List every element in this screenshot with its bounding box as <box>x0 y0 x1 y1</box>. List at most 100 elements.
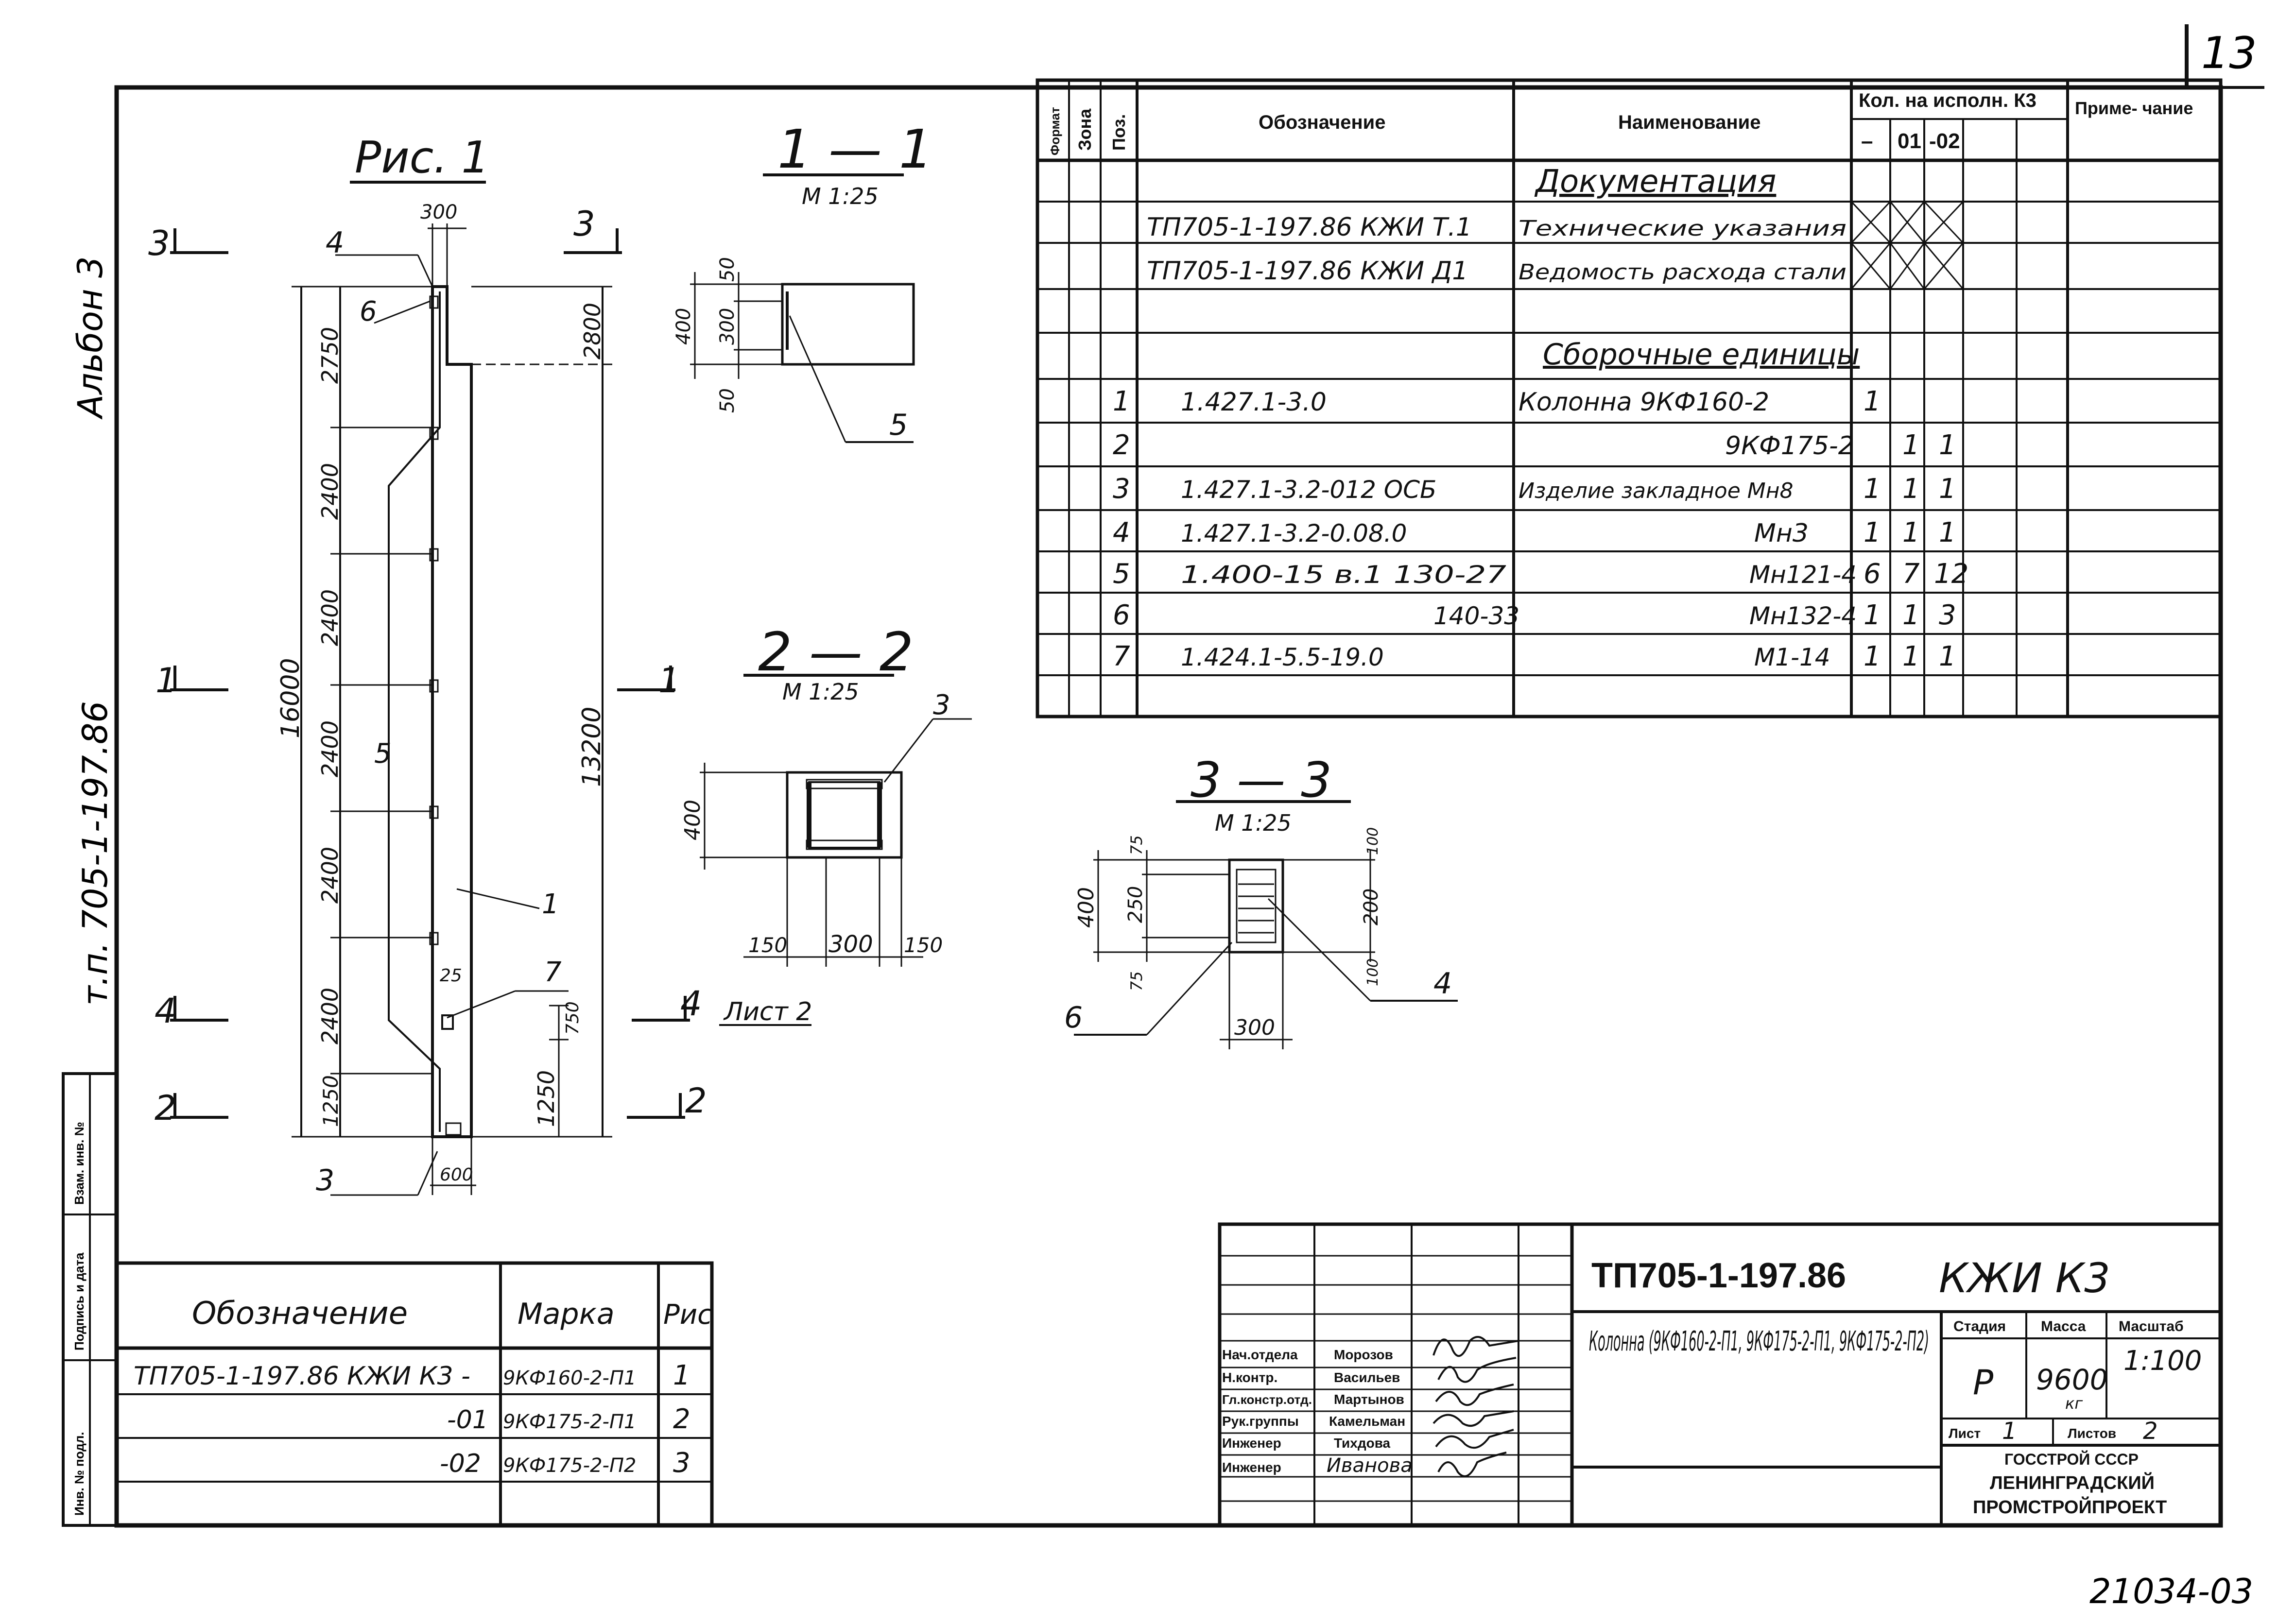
dim-1250-right: 1250 <box>533 1070 559 1127</box>
sheets-value: 2 <box>2143 1418 2158 1445</box>
s33-dim-400: 400 <box>1074 887 1099 928</box>
staff-name-2: Мартынов <box>1334 1392 1404 1407</box>
scale-label: Масштаб <box>2119 1318 2184 1334</box>
spec-row-8-q2: 12 <box>1934 558 1968 590</box>
sheets-label: Листов <box>2068 1426 2116 1441</box>
dim-bottom-600: 600 <box>440 1165 473 1185</box>
spec-row-4-pos: 1 <box>1113 386 1130 417</box>
dim-25: 25 <box>440 966 462 986</box>
hdr-name: Наименование <box>1618 112 1760 133</box>
spec-row-6-name: Изделие закладное Мн8 <box>1519 479 1794 503</box>
sheet-frame <box>114 24 2264 1528</box>
spec-row-7-name: Мн3 <box>1754 519 1809 548</box>
s33-callout-6: 6 <box>1064 1001 1083 1035</box>
dim-2400-e: 2400 <box>317 988 343 1044</box>
s33-dim-75-top: 75 <box>1127 835 1146 855</box>
variants-row-0-designation: ТП705-1-197.86 КЖИ К3 - <box>134 1362 470 1391</box>
staff-role-0: Нач.отдела <box>1222 1347 1298 1362</box>
figure-1-labels: 3 1 4 2 3 1 4 2 16000 2750 2400 2400 240… <box>148 201 812 1197</box>
section-3-3-scale: М 1:25 <box>1215 810 1292 836</box>
spec-row-10-pos: 7 <box>1113 641 1130 672</box>
staff-name-4: Тихдова <box>1334 1436 1391 1451</box>
spec-table <box>1035 78 2223 718</box>
section-2-2-title: 2 — 2 <box>758 621 914 683</box>
section-1-1-labels: 1 — 1 М 1:25 50 400 300 50 5 <box>673 118 933 442</box>
staff-name-3: Камельман <box>1329 1414 1405 1429</box>
dim-overall: 16000 <box>276 658 305 738</box>
staff-role-1: Н.контр. <box>1222 1370 1277 1385</box>
dim-750: 750 <box>563 1001 583 1035</box>
s22-callout-3: 3 <box>933 689 950 721</box>
staff-name-5: Иванова <box>1327 1454 1413 1477</box>
section-mark-left-3: 3 <box>148 223 170 263</box>
dim-1250-left: 1250 <box>319 1075 343 1127</box>
s33-callout-4: 4 <box>1433 967 1452 1001</box>
spec-row-4-name: Колонна 9КФ160-2 <box>1519 388 1769 417</box>
spec-row-10-name: М1-14 <box>1754 643 1830 671</box>
s22-dim-300: 300 <box>828 931 873 958</box>
section-mark-right-3: 3 <box>573 204 595 244</box>
spec-row-8-q0: 6 <box>1864 558 1881 590</box>
variants-hdr-designation: Обозначение <box>192 1296 408 1332</box>
staff-name-0: Морозов <box>1334 1347 1393 1362</box>
strip-label-sign: Подпись и дата <box>72 1252 86 1350</box>
s11-dim-400: 400 <box>673 308 695 345</box>
spec-row-9-name: Мн132-4 <box>1749 602 1857 630</box>
spec-row-0-name: Документация <box>1534 164 1776 200</box>
title-block-text: ТП705-1-197.86 КЖИ К3 Колонна (9КФ160-2-… <box>1222 1254 2202 1518</box>
staff-role-4: Инженер <box>1222 1436 1281 1451</box>
spec-row-6-q2: 1 <box>1939 473 1956 505</box>
spec-row-9-pos: 6 <box>1113 599 1130 631</box>
s11-dim-300: 300 <box>716 308 739 345</box>
title-code-suffix: КЖИ К3 <box>1939 1254 2110 1302</box>
spec-row-7-q0: 1 <box>1864 517 1881 548</box>
spec-row-8-name: Мн121-4 <box>1749 561 1857 589</box>
sheet-number: 13 <box>2201 28 2257 79</box>
variants-row-0-fig: 1 <box>673 1360 690 1391</box>
s33-dim-300: 300 <box>1234 1015 1275 1040</box>
signatures <box>1432 1336 1519 1477</box>
figure-title: Рис. 1 <box>355 132 489 183</box>
s22-dim-150-left: 150 <box>748 933 787 957</box>
spec-row-2-designation: ТП705-1-197.86 КЖИ Д1 <box>1147 256 1468 286</box>
dim-2400-d: 2400 <box>317 847 343 904</box>
s22-dim-150-right: 150 <box>904 933 943 957</box>
spec-row-8-pos: 5 <box>1113 558 1130 590</box>
variants-row-1-designation: -01 <box>447 1405 488 1435</box>
spec-row-6-designation: 1.427.1-3.2-012 ОСБ <box>1181 476 1436 504</box>
section-3-3-title: 3 — 3 <box>1191 752 1332 808</box>
variants-row-1-mark: 9КФ175-2-П1 <box>503 1411 636 1433</box>
section-2-2 <box>700 674 972 967</box>
qty-col-2: -02 <box>1929 129 1960 153</box>
hdr-pos: Поз. <box>1109 114 1129 151</box>
section-mark-right-2: 2 <box>685 1081 707 1121</box>
section-1-1-title: 1 — 1 <box>777 118 933 180</box>
s22-dim-400: 400 <box>680 800 705 840</box>
hdr-format: Формат <box>1048 107 1062 155</box>
dim-2750: 2750 <box>317 327 343 384</box>
variants-hdr-fig: Рис <box>663 1299 712 1331</box>
hdr-designation: Обозначение <box>1259 112 1385 133</box>
stage-label: Стадия <box>1953 1318 2006 1334</box>
section-1-1-scale: М 1:25 <box>802 183 879 209</box>
mass-unit: кг <box>2065 1394 2083 1413</box>
sheet-label: Лист <box>1949 1426 1981 1441</box>
spec-row-4-designation: 1.427.1-3.0 <box>1181 388 1327 417</box>
strip-label-inv: Инв. № подл. <box>72 1432 86 1516</box>
spec-row-6-pos: 3 <box>1113 473 1130 505</box>
staff-role-3: Рук.группы <box>1222 1414 1299 1429</box>
project-side-label: т.п. 705-1-197.86 <box>75 701 115 1006</box>
spec-row-7-pos: 4 <box>1113 517 1130 548</box>
spec-row-10-q1: 1 <box>1902 641 1920 672</box>
section-3-3-labels: 3 — 3 М 1:25 75 400 250 75 100 200 100 3… <box>1064 752 1452 1040</box>
spec-row-10-q2: 1 <box>1939 641 1956 672</box>
spec-row-5-pos: 2 <box>1113 429 1130 461</box>
sheet-value: 1 <box>2002 1418 2017 1445</box>
spec-row-5-q1: 1 <box>1902 429 1920 461</box>
spec-row-7-q2: 1 <box>1939 517 1956 548</box>
dim-top-300: 300 <box>420 201 457 223</box>
hdr-note: Приме- чание <box>2075 98 2193 118</box>
sheet-ref: Лист 2 <box>723 997 812 1026</box>
section-2-2-labels: 2 — 2 М 1:25 400 150 300 150 3 <box>680 621 950 958</box>
